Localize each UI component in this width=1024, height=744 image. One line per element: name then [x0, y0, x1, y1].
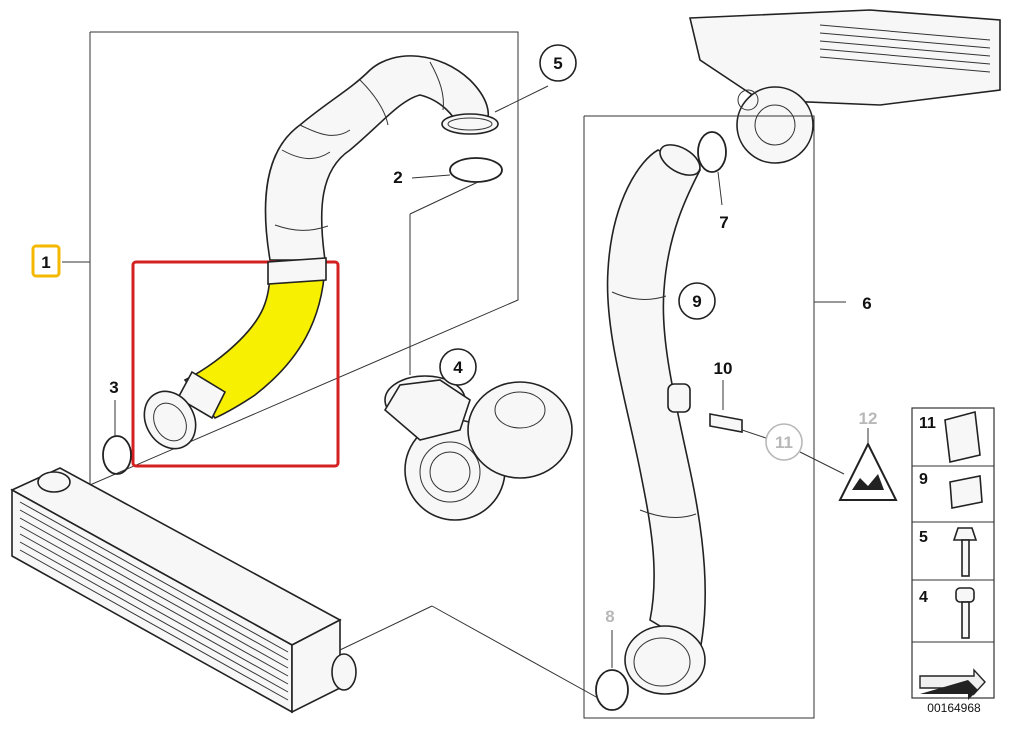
seal-ring-2 [409, 157, 503, 375]
callout-7-label: 7 [719, 213, 728, 232]
clip-11-icon [944, 410, 981, 463]
upper-charge-hose [264, 55, 499, 261]
intercooler [10, 467, 433, 714]
seal-ring-7 [697, 131, 727, 206]
engine-block [688, 9, 1001, 164]
callout-5: 5 [539, 44, 577, 82]
pipe-section-9 [606, 144, 707, 695]
side-item-5-label: 5 [919, 529, 928, 546]
callout-8-label: 8 [605, 607, 614, 626]
seal-ring-8 [431, 605, 629, 711]
clamp-9-icon [949, 475, 983, 509]
highlight-box [131, 260, 340, 468]
callout-9: 9 [678, 282, 716, 320]
direction-arrow-shadow [920, 680, 978, 700]
callout-4: 4 [439, 348, 477, 386]
warning-triangle [799, 428, 898, 501]
callout-5-label: 5 [553, 54, 562, 73]
screw-5-icon [952, 527, 978, 577]
callout-2-label: 2 [393, 168, 402, 187]
side-item-11-label: 11 [919, 415, 936, 432]
side-item-4-label: 4 [919, 589, 928, 606]
turbocharger [383, 375, 573, 521]
assembly-6-frame [583, 115, 846, 719]
callout-3-label: 3 [109, 378, 118, 397]
side-parts-panel [911, 407, 995, 700]
callout-1: 1 [31, 244, 61, 278]
callout-4-label: 4 [453, 358, 463, 377]
callout-9-label: 9 [692, 292, 701, 311]
sensor-10 [667, 380, 773, 441]
callout-11-label: 11 [775, 433, 793, 452]
side-item-9-label: 9 [919, 471, 928, 488]
callout-10-label: 10 [714, 359, 733, 378]
callout-11: 11 [765, 423, 803, 461]
callout-12-label: 12 [859, 409, 878, 428]
highlighted-hose-section [131, 257, 340, 468]
document-number: 00164968 [927, 701, 981, 715]
callout-5-leader [494, 85, 549, 113]
screw-4-icon [955, 587, 975, 639]
highlighted-hose [183, 265, 326, 419]
callout-6-label: 6 [862, 294, 871, 313]
callout-1-label: 1 [41, 253, 50, 272]
seal-ring-3 [102, 400, 132, 475]
assembly-1-frame [62, 31, 519, 486]
